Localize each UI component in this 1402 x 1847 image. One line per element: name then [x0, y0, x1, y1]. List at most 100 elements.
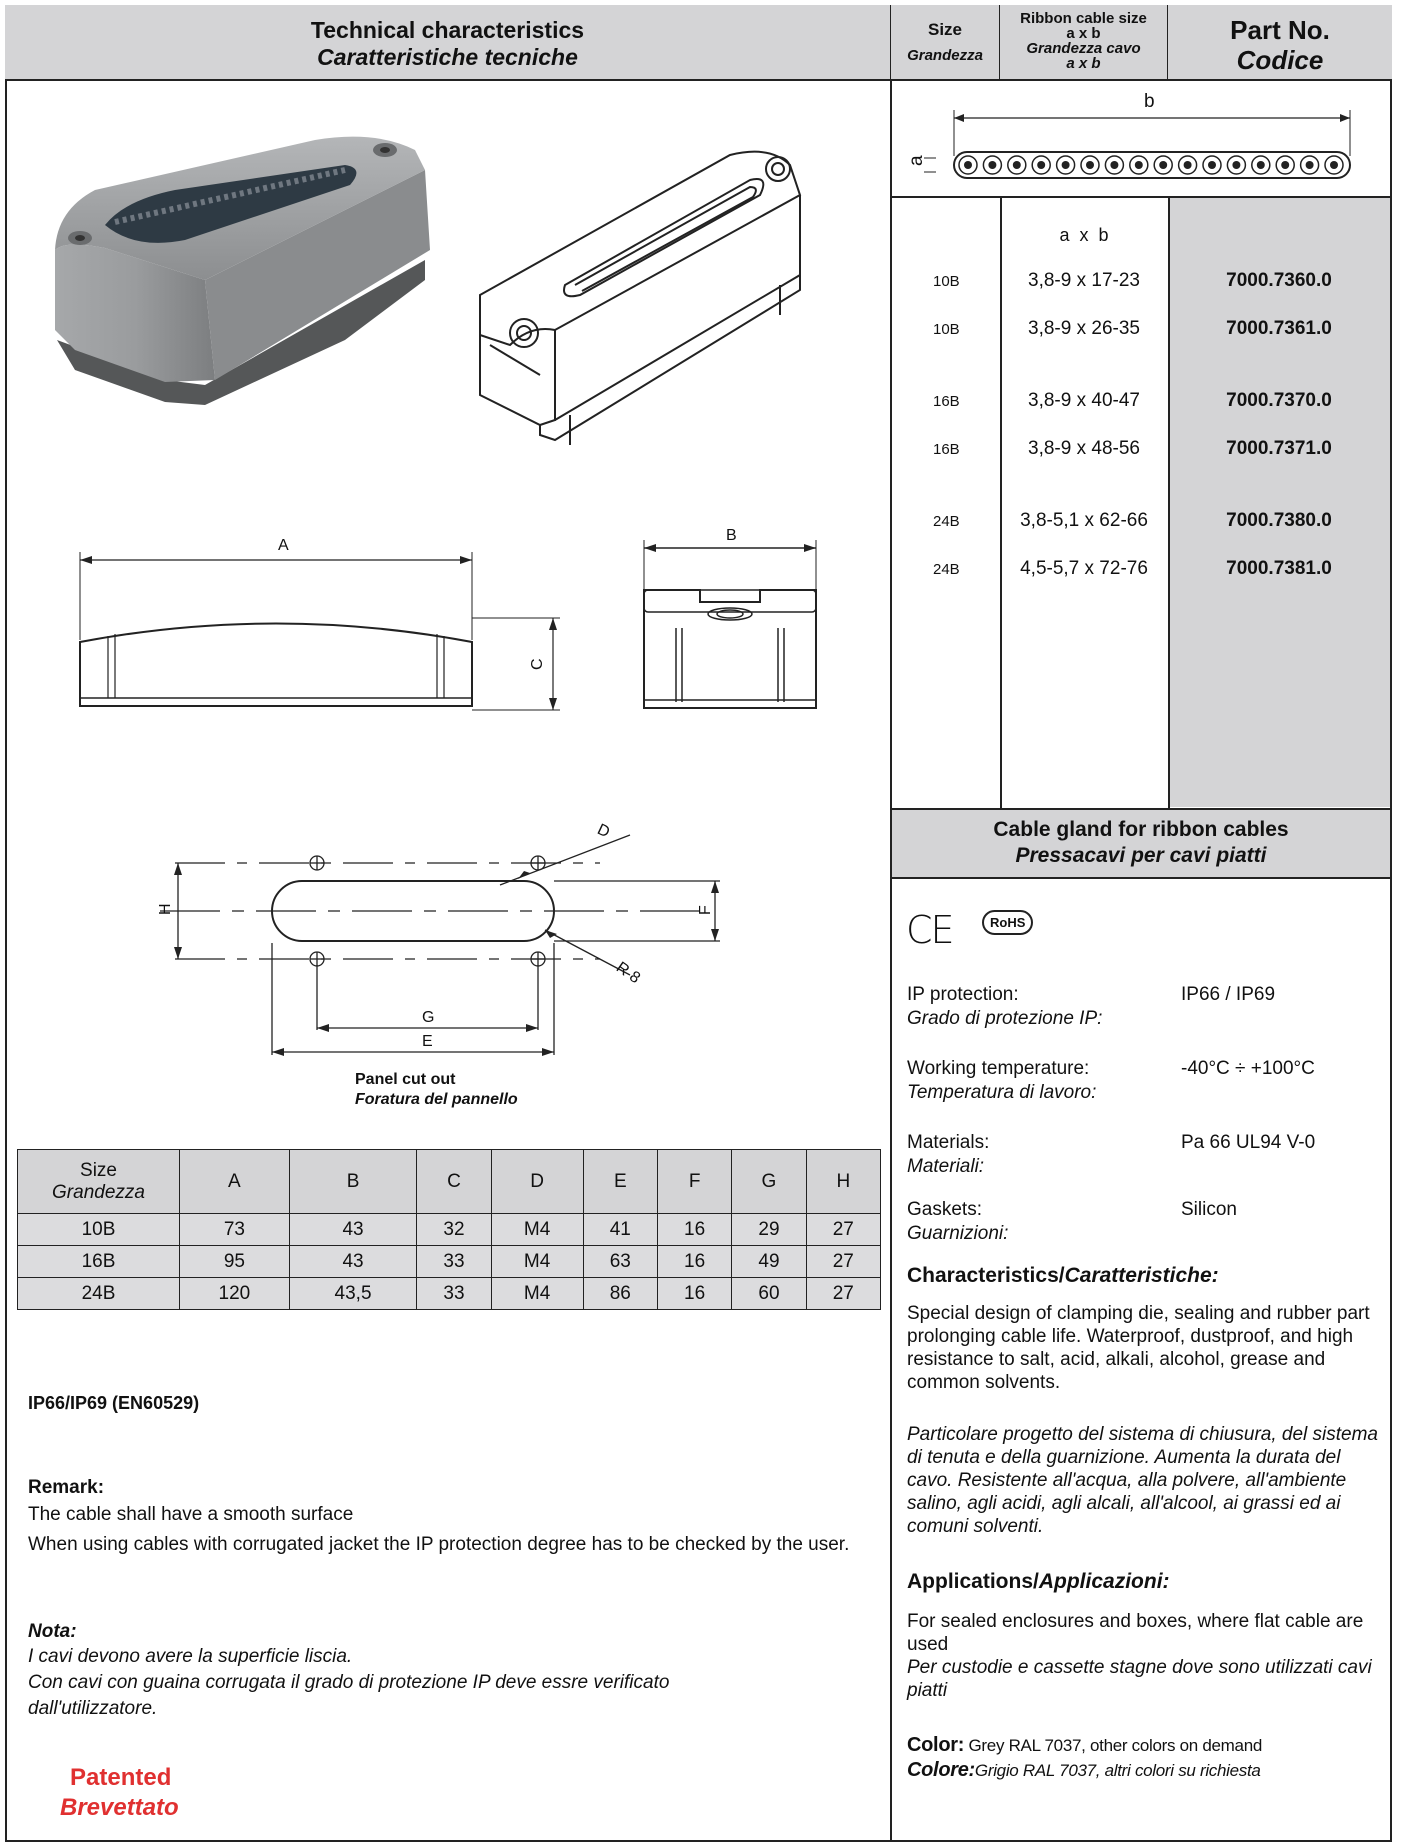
- dims-col-header: F: [656, 1149, 733, 1214]
- cable-conductor: [1153, 155, 1173, 175]
- cable-conductor: [1031, 155, 1051, 175]
- spec-label: IP protection:: [907, 984, 1019, 1005]
- part-number: 7000.7380.0: [1226, 510, 1332, 531]
- dims-value-cell: 43,5: [288, 1277, 418, 1310]
- nota-title: Nota:: [28, 1621, 77, 1642]
- spec-label: Working temperature:: [907, 1058, 1090, 1079]
- dims-value-cell: 27: [805, 1213, 882, 1246]
- label-a: a: [906, 155, 927, 166]
- cable-conductor: [1007, 155, 1027, 175]
- dims-value-cell: 16: [656, 1213, 733, 1246]
- dims-value-cell: 120: [179, 1277, 290, 1310]
- part-size: 24B: [933, 561, 960, 578]
- nota-line-1: I cavi devono avere la superficie liscia…: [28, 1646, 353, 1667]
- cable-conductor-core: [1110, 161, 1119, 169]
- panel-cutout-drawing: H F G E D R 8: [157, 821, 720, 1056]
- color-line-it: Colore:Grigio RAL 7037, altri colori su …: [907, 1758, 1261, 1783]
- cable-conductor-core: [1086, 161, 1094, 169]
- dims-value-cell: 27: [805, 1245, 882, 1278]
- nota-line-2: Con cavi con guaina corrugata il grado d…: [28, 1672, 670, 1719]
- applications-text: For sealed enclosures and boxes, where f…: [907, 1611, 1364, 1655]
- cable-conductor-core: [1183, 161, 1192, 169]
- label-dim-C: C: [529, 658, 546, 670]
- cable-conductor-core: [1159, 161, 1168, 169]
- header-ribbon-ab: a x b: [1066, 25, 1101, 42]
- part-cable-size: 4,5-5,7 x 72-76: [1020, 558, 1148, 579]
- label-dim-F: F: [697, 905, 714, 915]
- dims-value-cell: 33: [416, 1245, 492, 1278]
- part-size: 10B: [933, 273, 960, 290]
- part-cable-size: 3,8-9 x 26-35: [1028, 318, 1140, 339]
- dims-value-cell: 33: [416, 1277, 492, 1310]
- dims-value-cell: 43: [288, 1245, 418, 1278]
- spec-value: -40°C ÷ +100°C: [1181, 1058, 1315, 1079]
- header-ribbon-ab-it: a x b: [1066, 55, 1101, 72]
- cable-conductor-core: [1281, 161, 1290, 169]
- cable-conductor: [1251, 155, 1271, 175]
- spec-value: IP66 / IP69: [1181, 984, 1276, 1005]
- product-photo-grey: [55, 136, 430, 405]
- label-dim-R: R 8: [613, 959, 643, 987]
- cable-conductor: [1080, 155, 1100, 175]
- part-cable-size: 3,8-9 x 17-23: [1028, 270, 1140, 291]
- dims-col-header: G: [731, 1149, 807, 1214]
- part-cable-size: 3,8-9 x 48-56: [1028, 438, 1140, 459]
- dims-size-cell: 24B: [17, 1277, 180, 1310]
- dims-col-header: B: [288, 1149, 418, 1214]
- cable-conductor: [1129, 155, 1149, 175]
- remark-line-2: When using cables with corrugated jacket…: [28, 1534, 850, 1555]
- side-view-drawing: A C: [79, 537, 560, 711]
- app-title-it: Applicazioni:: [1038, 1570, 1170, 1593]
- patented-label: Patented: [70, 1764, 172, 1791]
- cable-conductor-core: [1256, 161, 1265, 169]
- product-title-bottom: [890, 877, 1392, 879]
- char-title-it: Caratteristiche:: [1064, 1264, 1219, 1287]
- color-text-it: Grigio RAL 7037, altri colori su richies…: [974, 1761, 1261, 1780]
- part-size: 16B: [933, 393, 960, 410]
- part-number: 7000.7370.0: [1226, 390, 1332, 411]
- characteristics-text-it: Particolare progetto del sistema di chiu…: [907, 1424, 1379, 1537]
- cable-conductor: [1324, 155, 1344, 175]
- parts-bottom: [890, 808, 1392, 810]
- label-dim-D: D: [595, 821, 613, 841]
- product-title-it: Pressacavi per cavi piatti: [1015, 844, 1267, 867]
- label-dim-G: G: [422, 1009, 434, 1026]
- cable-conductor-core: [1330, 161, 1338, 169]
- label-dim-B: B: [726, 527, 737, 544]
- app-title: Applications/: [907, 1570, 1039, 1593]
- label-dim-H: H: [157, 903, 174, 915]
- parts-divider-1: [1000, 196, 1002, 808]
- dims-col-header: A: [179, 1149, 290, 1214]
- end-view-drawing: B: [643, 527, 817, 709]
- dims-col-header: H: [805, 1149, 882, 1214]
- dims-value-cell: 27: [805, 1277, 882, 1310]
- dims-value-cell: 73: [179, 1213, 290, 1246]
- header-part: Part No. Codice: [1168, 5, 1392, 81]
- char-title: Characteristics/: [907, 1264, 1065, 1287]
- dims-value-cell: M4: [490, 1245, 584, 1278]
- applications-text-it: Per custodie e cassette stagne dove sono…: [907, 1657, 1372, 1701]
- dims-value-cell: M4: [490, 1277, 584, 1310]
- cable-conductor-core: [1134, 161, 1143, 169]
- spec-value: Pa 66 UL94 V-0: [1181, 1132, 1316, 1153]
- spec-label-it: Temperatura di lavoro:: [907, 1082, 1097, 1103]
- ce-mark: CE: [906, 908, 955, 952]
- dims-col-header: C: [416, 1149, 492, 1214]
- part-number: 7000.7361.0: [1226, 318, 1332, 339]
- characteristics-text: Special design of clamping die, sealing …: [907, 1303, 1370, 1393]
- cable-conductor: [1275, 155, 1295, 175]
- main-divider: [890, 80, 892, 1842]
- dims-size-cell: 16B: [17, 1245, 180, 1278]
- spec-label: Gaskets:: [907, 1199, 982, 1220]
- color-label-it: Colore:: [907, 1759, 975, 1781]
- header-ribbon-title-it: Grandezza cavo: [1026, 40, 1141, 57]
- dims-value-cell: M4: [490, 1213, 584, 1246]
- spec-value: Silicon: [1181, 1199, 1237, 1220]
- part-column-bg: [1168, 198, 1390, 807]
- ip-standard: IP66/IP69 (EN60529): [28, 1393, 200, 1413]
- cable-conductor-core: [1305, 161, 1314, 169]
- cable-conductor-core: [1208, 161, 1216, 169]
